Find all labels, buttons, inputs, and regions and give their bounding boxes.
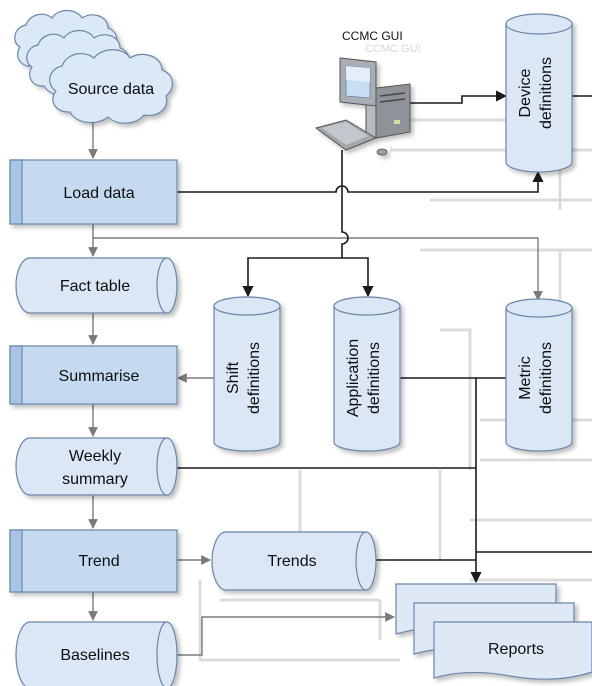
weekly-summary-label-line2: summary <box>62 471 128 488</box>
trends-store[interactable]: Trends <box>211 531 377 591</box>
connectors <box>88 90 592 656</box>
fact-table-store[interactable]: Fact table <box>15 257 178 314</box>
connector-baselines-to-reports <box>177 612 395 656</box>
source-data-label: Source data <box>68 81 154 98</box>
application-definitions-label-line2: definitions <box>366 342 383 414</box>
reports-label: Reports <box>488 641 544 658</box>
weekly-summary-label-line1: Weekly <box>69 448 121 465</box>
connector-gui-to-shift <box>242 257 342 298</box>
load-data-label: Load data <box>63 185 134 202</box>
ghost-gui-label: CCMC GUI <box>365 43 421 55</box>
ghost-background: CCMC GUI <box>198 43 592 662</box>
connector-load-to-device <box>177 170 544 193</box>
trend-label: Trend <box>78 553 119 570</box>
shift-definitions-label-line1: Shift <box>225 361 242 394</box>
baselines-store[interactable]: Baselines <box>15 621 178 686</box>
weekly-summary-store[interactable]: Weekly summary <box>15 437 178 496</box>
application-definitions-store[interactable]: Application definitions <box>333 296 401 452</box>
metric-definitions-store[interactable]: Metric definitions <box>505 298 573 452</box>
summarise-label: Summarise <box>59 368 140 385</box>
shift-definitions-store[interactable]: Shift definitions <box>213 296 281 452</box>
ccmc-gui-label: CCMC GUI <box>342 29 403 43</box>
device-definitions-label-line2: definitions <box>538 57 555 129</box>
trend-process[interactable]: Trend <box>9 529 178 593</box>
trends-label: Trends <box>267 553 316 570</box>
summarise-process[interactable]: Summarise <box>9 345 178 405</box>
metric-definitions-label-line1: Metric <box>517 356 534 400</box>
connector-application-to-reports <box>400 377 482 584</box>
baselines-label: Baselines <box>60 647 129 664</box>
device-definitions-label-line1: Device <box>517 68 534 117</box>
computer-icon <box>314 57 411 156</box>
fact-table-label: Fact table <box>60 278 130 295</box>
connector-gui-to-device <box>410 90 508 104</box>
metric-definitions-label-line2: definitions <box>538 342 555 414</box>
load-data-process[interactable]: Load data <box>9 159 178 225</box>
source-data-cloud: Source data <box>14 9 173 124</box>
connector-gui-to-application <box>342 257 374 298</box>
reports-multidocument[interactable]: Reports <box>395 583 592 680</box>
connector-gui-down <box>341 150 349 258</box>
ccmc-gui-computer[interactable]: CCMC GUI <box>314 29 411 156</box>
device-definitions-store[interactable]: Device definitions <box>505 13 573 173</box>
application-definitions-label-line1: Application <box>345 339 362 417</box>
connector-load-to-metric <box>93 237 543 301</box>
shift-definitions-label-line2: definitions <box>246 342 263 414</box>
